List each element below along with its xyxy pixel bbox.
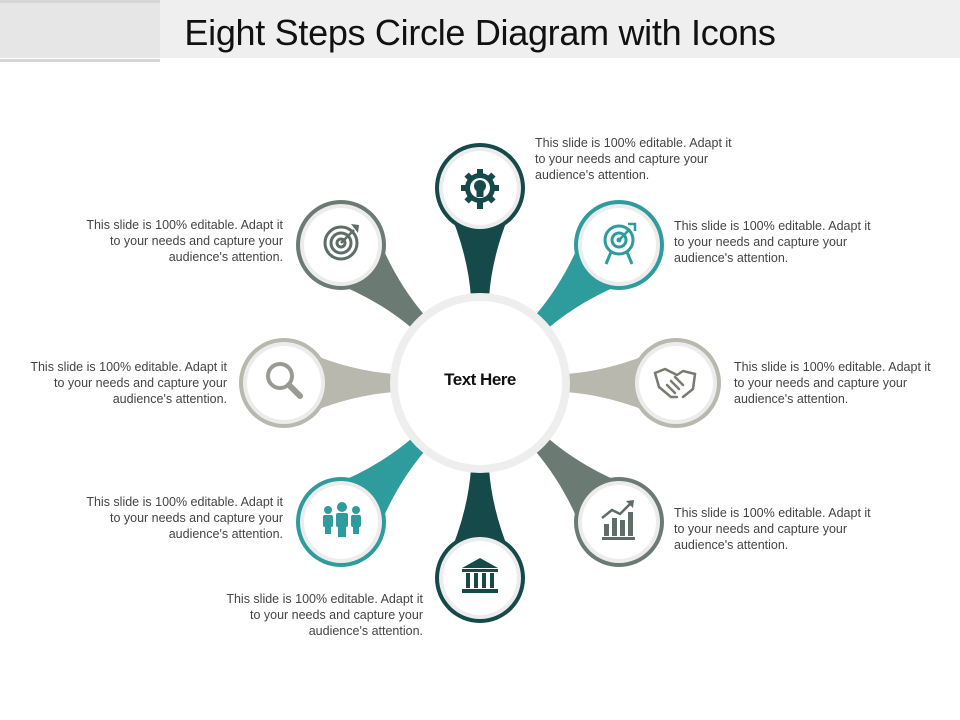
- growth-chart-icon: [601, 500, 635, 540]
- hub-circle: [398, 301, 562, 465]
- magnifier-icon: [266, 362, 303, 399]
- page-title: Eight Steps Circle Diagram with Icons: [184, 12, 776, 53]
- team-icon: [323, 502, 361, 537]
- bank-building-icon: [462, 558, 498, 593]
- dartboard-icon: [323, 224, 359, 261]
- title-accent: [0, 0, 160, 62]
- center-label: Text Here: [444, 370, 516, 389]
- step-bottom-description: This slide is 100% editable. Adapt it to…: [226, 592, 423, 639]
- target-icon: [603, 222, 637, 265]
- handshake-icon: [653, 367, 697, 399]
- step-bottom-node: [443, 541, 517, 615]
- step-bottom-right-node: [582, 485, 656, 559]
- step-right-node: [639, 346, 713, 420]
- step-top-description: This slide is 100% editable. Adapt it to…: [535, 136, 732, 183]
- step-top-right-description: This slide is 100% editable. Adapt it to…: [674, 219, 871, 266]
- step-left-description: This slide is 100% editable. Adapt it to…: [30, 360, 227, 407]
- step-right-description: This slide is 100% editable. Adapt it to…: [734, 360, 931, 407]
- step-left-node: [247, 346, 321, 420]
- step-bottom-right-description: This slide is 100% editable. Adapt it to…: [674, 506, 871, 553]
- step-top-right-node: [582, 208, 656, 282]
- title-bar: [0, 0, 960, 62]
- step-bottom-left-description: This slide is 100% editable. Adapt it to…: [86, 495, 283, 542]
- step-top-left-node: [304, 208, 378, 282]
- step-top-left-description: This slide is 100% editable. Adapt it to…: [86, 218, 283, 265]
